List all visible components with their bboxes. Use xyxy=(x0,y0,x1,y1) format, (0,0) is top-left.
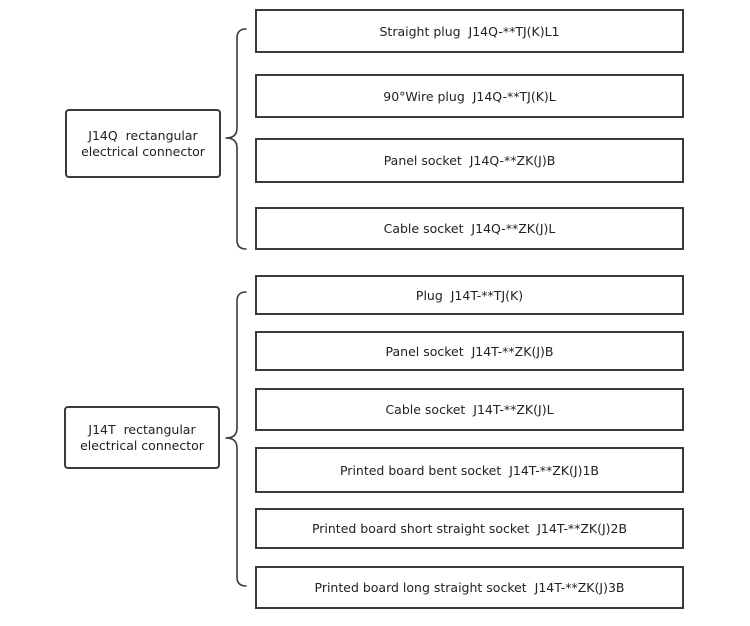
group-1-item-4: Cable socket J14Q-**ZK(J)L xyxy=(255,207,684,250)
group-1-brace xyxy=(225,28,247,250)
group-1-item-3: Panel socket J14Q-**ZK(J)B xyxy=(255,138,684,183)
group-2-item-1: Plug J14T-**TJ(K) xyxy=(255,275,684,315)
group-2-title-box: J14T rectangular electrical connector xyxy=(64,406,220,469)
group-2-item-2: Panel socket J14T-**ZK(J)B xyxy=(255,331,684,371)
group-1-item-1: Straight plug J14Q-**TJ(K)L1 xyxy=(255,9,684,53)
group-2-item-4: Printed board bent socket J14T-**ZK(J)1B xyxy=(255,447,684,493)
group-2-brace xyxy=(225,291,247,587)
group-2-item-5: Printed board short straight socket J14T… xyxy=(255,508,684,549)
group-1-item-2: 90°Wire plug J14Q-**TJ(K)L xyxy=(255,74,684,118)
group-2-item-6: Printed board long straight socket J14T-… xyxy=(255,566,684,609)
group-1-title-box: J14Q rectangular electrical connector xyxy=(65,109,221,178)
group-2-item-3: Cable socket J14T-**ZK(J)L xyxy=(255,388,684,431)
